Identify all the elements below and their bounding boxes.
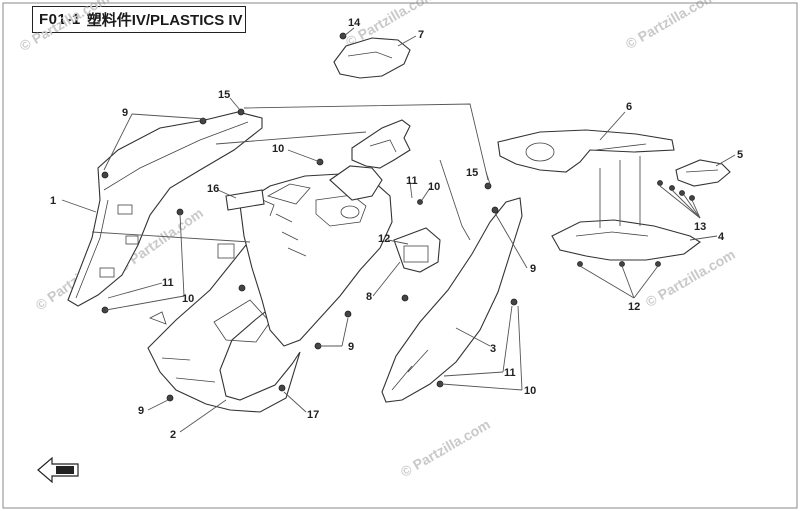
callout-9: 9: [122, 107, 128, 119]
bolt[interactable]: [491, 206, 499, 214]
callout-4: 4: [718, 231, 725, 243]
callout-numbers: 1 2 3 4 5 6 7 8 9 9 9 9 10 10 10 10 11 1…: [50, 17, 743, 441]
callout-11: 11: [162, 277, 174, 289]
part-7-top-bracket[interactable]: [333, 37, 411, 79]
bolt[interactable]: [577, 261, 583, 267]
bolt[interactable]: [101, 171, 109, 179]
callout-10: 10: [182, 293, 194, 305]
callout-6: 6: [626, 101, 632, 113]
callout-5: 5: [737, 149, 743, 161]
part-8-bracket[interactable]: [393, 227, 441, 273]
bolt[interactable]: [619, 261, 625, 267]
bolt[interactable]: [339, 32, 347, 40]
bolt[interactable]: [344, 310, 352, 318]
part-16-label-tag[interactable]: [225, 189, 265, 211]
part-6-rear-bracket-plate[interactable]: [497, 129, 675, 173]
callout-12: 12: [628, 301, 640, 313]
bolt[interactable]: [679, 190, 685, 196]
bolt[interactable]: [417, 199, 423, 205]
direction-arrow-icon: [37, 456, 79, 484]
bolt[interactable]: [237, 108, 245, 116]
center-small-bracket[interactable]: [351, 119, 411, 169]
diagram-title-box: F01-1 塑料件IV/PLASTICS IV: [32, 6, 246, 33]
callout-16: 16: [207, 183, 219, 195]
bolt[interactable]: [669, 185, 675, 191]
callout-14: 14: [348, 17, 361, 29]
callout-8: 8: [366, 291, 372, 303]
part-4-plate-holder[interactable]: [551, 219, 701, 261]
callout-7: 7: [418, 29, 424, 41]
callout-13: 13: [694, 221, 706, 233]
bolt[interactable]: [199, 117, 207, 125]
callout-9: 9: [530, 263, 536, 275]
bolt[interactable]: [657, 180, 663, 186]
bolt[interactable]: [484, 182, 492, 190]
callout-12: 12: [378, 233, 390, 245]
callout-15: 15: [218, 89, 230, 101]
bolt[interactable]: [278, 384, 286, 392]
bolt[interactable]: [238, 284, 246, 292]
bolt[interactable]: [689, 195, 695, 201]
diagram-title: 塑料件IV/PLASTICS IV: [86, 12, 243, 29]
callout-10: 10: [524, 385, 536, 397]
bolt[interactable]: [166, 394, 174, 402]
center-rear-tub[interactable]: [239, 165, 393, 347]
callout-10: 10: [272, 143, 284, 155]
leader-lines: [61, 27, 736, 433]
part-5-tail-light[interactable]: [675, 159, 731, 187]
callout-15: 15: [466, 167, 478, 179]
part-3-right-side-panel[interactable]: [381, 197, 523, 403]
bolt[interactable]: [510, 298, 518, 306]
callout-11: 11: [406, 175, 418, 187]
callout-9: 9: [348, 341, 354, 353]
bolt[interactable]: [655, 261, 661, 267]
callout-11: 11: [504, 367, 516, 379]
callout-2: 2: [170, 429, 176, 441]
callout-10: 10: [428, 181, 440, 193]
diagram-code: F01-1: [39, 11, 81, 28]
callout-17: 17: [307, 409, 319, 421]
part-1-left-side-panel[interactable]: [67, 111, 263, 307]
callout-1: 1: [50, 195, 56, 207]
callout-3: 3: [490, 343, 496, 355]
callout-9: 9: [138, 405, 144, 417]
bolt[interactable]: [401, 294, 409, 302]
